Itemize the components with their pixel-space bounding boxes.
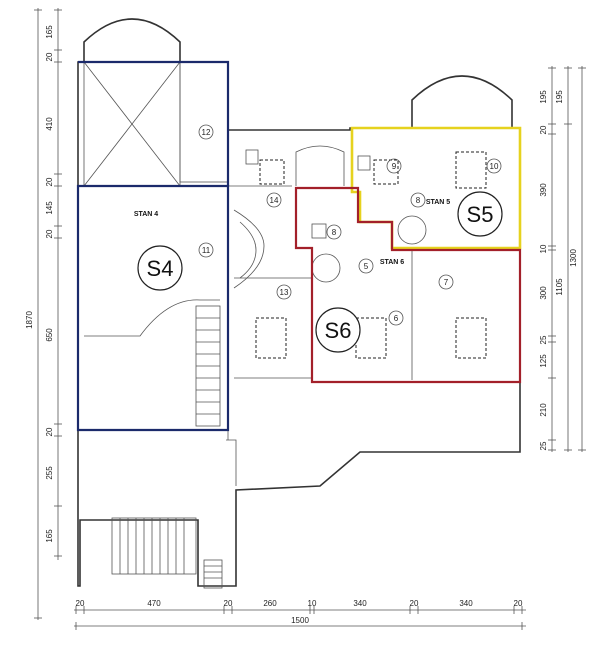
dim-right-8: 25 — [539, 441, 548, 450]
unit-labels: STAN 4 S4 STAN 5 S5 STAN 6 S6 — [134, 191, 503, 353]
stan-4-label: STAN 4 — [134, 211, 158, 218]
dim-left-8: 255 — [45, 466, 54, 480]
unit-s4-label: S4 — [147, 256, 174, 281]
spiral-stair-s5 — [397, 215, 427, 245]
dim-bottom-6: 20 — [410, 599, 419, 608]
room-number-13: 13 — [280, 288, 289, 297]
dim-right-4: 300 — [539, 286, 548, 300]
bottom-dimensions: 20 470 20 260 10 340 20 340 20 1500 — [74, 599, 526, 630]
dim-right-6: 125 — [539, 354, 548, 368]
room-number-5: 5 — [364, 262, 369, 271]
spiral-stair-s6 — [311, 253, 341, 283]
dim-left-total: 1870 — [25, 311, 34, 329]
unit-s6-outline — [294, 186, 522, 384]
right-dimensions: 195 20 390 10 300 25 125 210 25 195 1105… — [539, 66, 586, 452]
room-number-10: 10 — [490, 162, 499, 171]
dim-right-total: 1300 — [569, 249, 578, 267]
dim-left-7: 20 — [45, 427, 54, 436]
room-number-7: 7 — [444, 278, 449, 287]
furniture — [245, 149, 487, 359]
dim-bottom-2: 20 — [224, 599, 233, 608]
dim-bottom-7: 340 — [459, 599, 473, 608]
dim-right-mid-0: 195 — [555, 90, 564, 104]
stan-5-label: STAN 5 — [426, 199, 450, 206]
room-numbers: 12 11 14 13 9 10 8 8 5 7 6 — [198, 124, 502, 326]
dim-left-5: 20 — [45, 229, 54, 238]
room-number-9: 9 — [392, 162, 397, 171]
dim-bottom-8: 20 — [514, 599, 523, 608]
dim-left-1: 20 — [45, 52, 54, 61]
building-walls — [77, 18, 521, 589]
unit-s4-upper — [78, 60, 230, 186]
dim-bottom-total: 1500 — [291, 616, 309, 625]
dim-bottom-0: 20 — [76, 599, 85, 608]
dim-left-9: 165 — [45, 529, 54, 543]
dim-left-2: 410 — [45, 117, 54, 131]
unit-s4-badge — [137, 245, 183, 291]
dim-bottom-3: 260 — [263, 599, 277, 608]
left-dimensions: 165 20 410 20 145 20 650 20 255 165 1870 — [25, 8, 62, 620]
dim-right-2: 390 — [539, 183, 548, 197]
room-number-6: 6 — [394, 314, 399, 323]
dim-right-7: 210 — [539, 403, 548, 417]
dim-left-0: 165 — [45, 25, 54, 39]
room-number-12: 12 — [202, 128, 211, 137]
unit-s5-badge — [457, 191, 503, 237]
dim-left-3: 20 — [45, 177, 54, 186]
dim-left-6: 650 — [45, 328, 54, 342]
dim-right-1: 20 — [539, 125, 548, 134]
unit-s5-label: S5 — [467, 202, 494, 227]
room-number-14: 14 — [270, 196, 279, 205]
dim-right-mid-1: 1105 — [555, 278, 564, 296]
dim-right-3: 10 — [539, 244, 548, 253]
dim-bottom-1: 470 — [147, 599, 161, 608]
dim-bottom-4: 10 — [308, 599, 317, 608]
unit-s4-outline — [76, 184, 230, 432]
stan-6-label: STAN 6 — [380, 259, 404, 266]
room-number-8-s5: 8 — [416, 196, 421, 205]
unit-outlines — [76, 60, 522, 432]
dim-left-4: 145 — [45, 201, 54, 215]
room-number-11: 11 — [202, 246, 211, 255]
dim-right-0: 195 — [539, 90, 548, 104]
unit-s6-badge — [315, 307, 361, 353]
unit-s6-label: S6 — [325, 318, 352, 343]
dim-right-5: 25 — [539, 335, 548, 344]
dim-bottom-5: 340 — [353, 599, 367, 608]
room-number-8-s6: 8 — [332, 228, 337, 237]
